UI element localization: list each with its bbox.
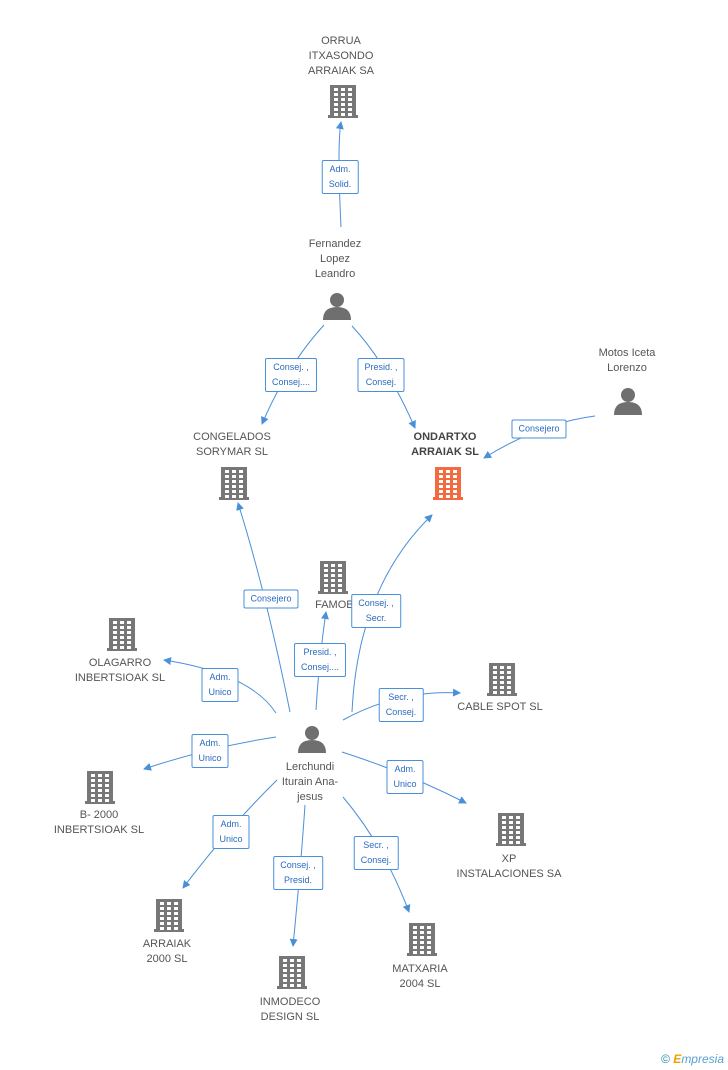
- role-label[interactable]: Adm. Unico: [386, 760, 424, 794]
- role-label[interactable]: Consejero: [243, 589, 299, 609]
- node-label-fernandez[interactable]: Fernandez Lopez Leandro: [308, 238, 362, 280]
- brand-initial: E: [673, 1052, 682, 1066]
- node-label-lerchundi[interactable]: Lerchundi Iturain Ana- jesus: [281, 761, 339, 803]
- building-icon[interactable]: [277, 956, 307, 989]
- node-label-olagarro[interactable]: OLAGARRO INBERTSIOAK SL: [74, 657, 166, 684]
- building-icon[interactable]: [107, 618, 137, 651]
- brand-name: mpresia: [681, 1052, 724, 1066]
- node-label-inmodeco[interactable]: INMODECO DESIGN SL: [259, 996, 321, 1023]
- node-label-ondartxo[interactable]: ONDARTXO ARRAIAK SL: [411, 431, 479, 458]
- role-label[interactable]: Consej. , Consej....: [264, 358, 318, 392]
- role-label[interactable]: Consejero: [511, 419, 567, 439]
- building-icon[interactable]: [219, 467, 249, 500]
- person-icon[interactable]: [298, 726, 326, 753]
- role-label[interactable]: Secr. , Consej.: [378, 688, 424, 722]
- role-label[interactable]: Consej. , Secr.: [351, 594, 401, 628]
- icons-layer: [85, 85, 642, 989]
- node-label-orrua[interactable]: ORRUA ITXASONDO ARRAIAK SA: [307, 35, 375, 77]
- role-label[interactable]: Adm. Unico: [212, 815, 250, 849]
- role-label[interactable]: Presid. , Consej.: [357, 358, 405, 392]
- role-label[interactable]: Adm. Unico: [191, 734, 229, 768]
- building-icon[interactable]: [318, 561, 348, 594]
- node-label-arraiak2000[interactable]: ARRAIAK 2000 SL: [142, 938, 192, 965]
- building-icon[interactable]: [433, 467, 463, 500]
- role-label[interactable]: Adm. Unico: [201, 668, 239, 702]
- role-label[interactable]: Presid. , Consej....: [293, 643, 347, 677]
- building-icon[interactable]: [407, 923, 437, 956]
- person-icon[interactable]: [323, 293, 351, 320]
- building-icon[interactable]: [487, 663, 517, 696]
- node-label-matxaria[interactable]: MATXARIA 2004 SL: [392, 963, 448, 990]
- copyright-symbol: ©: [661, 1052, 670, 1066]
- role-label[interactable]: Adm. Solid.: [321, 160, 359, 194]
- node-label-famobe[interactable]: FAMOBE: [315, 599, 361, 611]
- building-icon[interactable]: [85, 771, 115, 804]
- node-label-motos[interactable]: Motos Iceta Lorenzo: [598, 347, 656, 374]
- node-label-congelados[interactable]: CONGELADOS SORYMAR SL: [193, 431, 271, 458]
- node-label-xp[interactable]: XP INSTALACIONES SA: [456, 853, 562, 880]
- building-icon[interactable]: [154, 899, 184, 932]
- node-label-cablespot[interactable]: CABLE SPOT SL: [457, 701, 543, 713]
- role-label[interactable]: Secr. , Consej.: [353, 836, 399, 870]
- person-icon[interactable]: [614, 388, 642, 415]
- footer-brand[interactable]: © Empresia: [661, 1052, 724, 1066]
- node-label-b2000[interactable]: B- 2000 INBERTSIOAK SL: [53, 809, 145, 836]
- building-icon[interactable]: [328, 85, 358, 118]
- building-icon[interactable]: [496, 813, 526, 846]
- role-label[interactable]: Consej. , Presid.: [273, 856, 323, 890]
